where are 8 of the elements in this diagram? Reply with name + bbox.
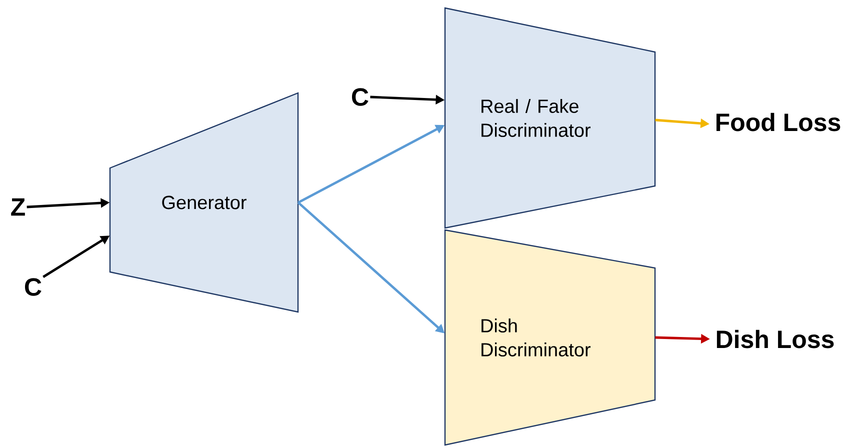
input-label: C (352, 88, 368, 106)
output-label: Dish Loss (716, 330, 834, 348)
input-label: Z (11, 198, 25, 216)
input-label: C (25, 278, 42, 296)
output-label: Food Loss (716, 112, 840, 132)
trapezoid-block: Real / Fake Discriminator (444, 7, 656, 229)
trapezoid-block: Dish Discriminator (444, 229, 656, 446)
trapezoid-block: Generator (109, 92, 299, 313)
